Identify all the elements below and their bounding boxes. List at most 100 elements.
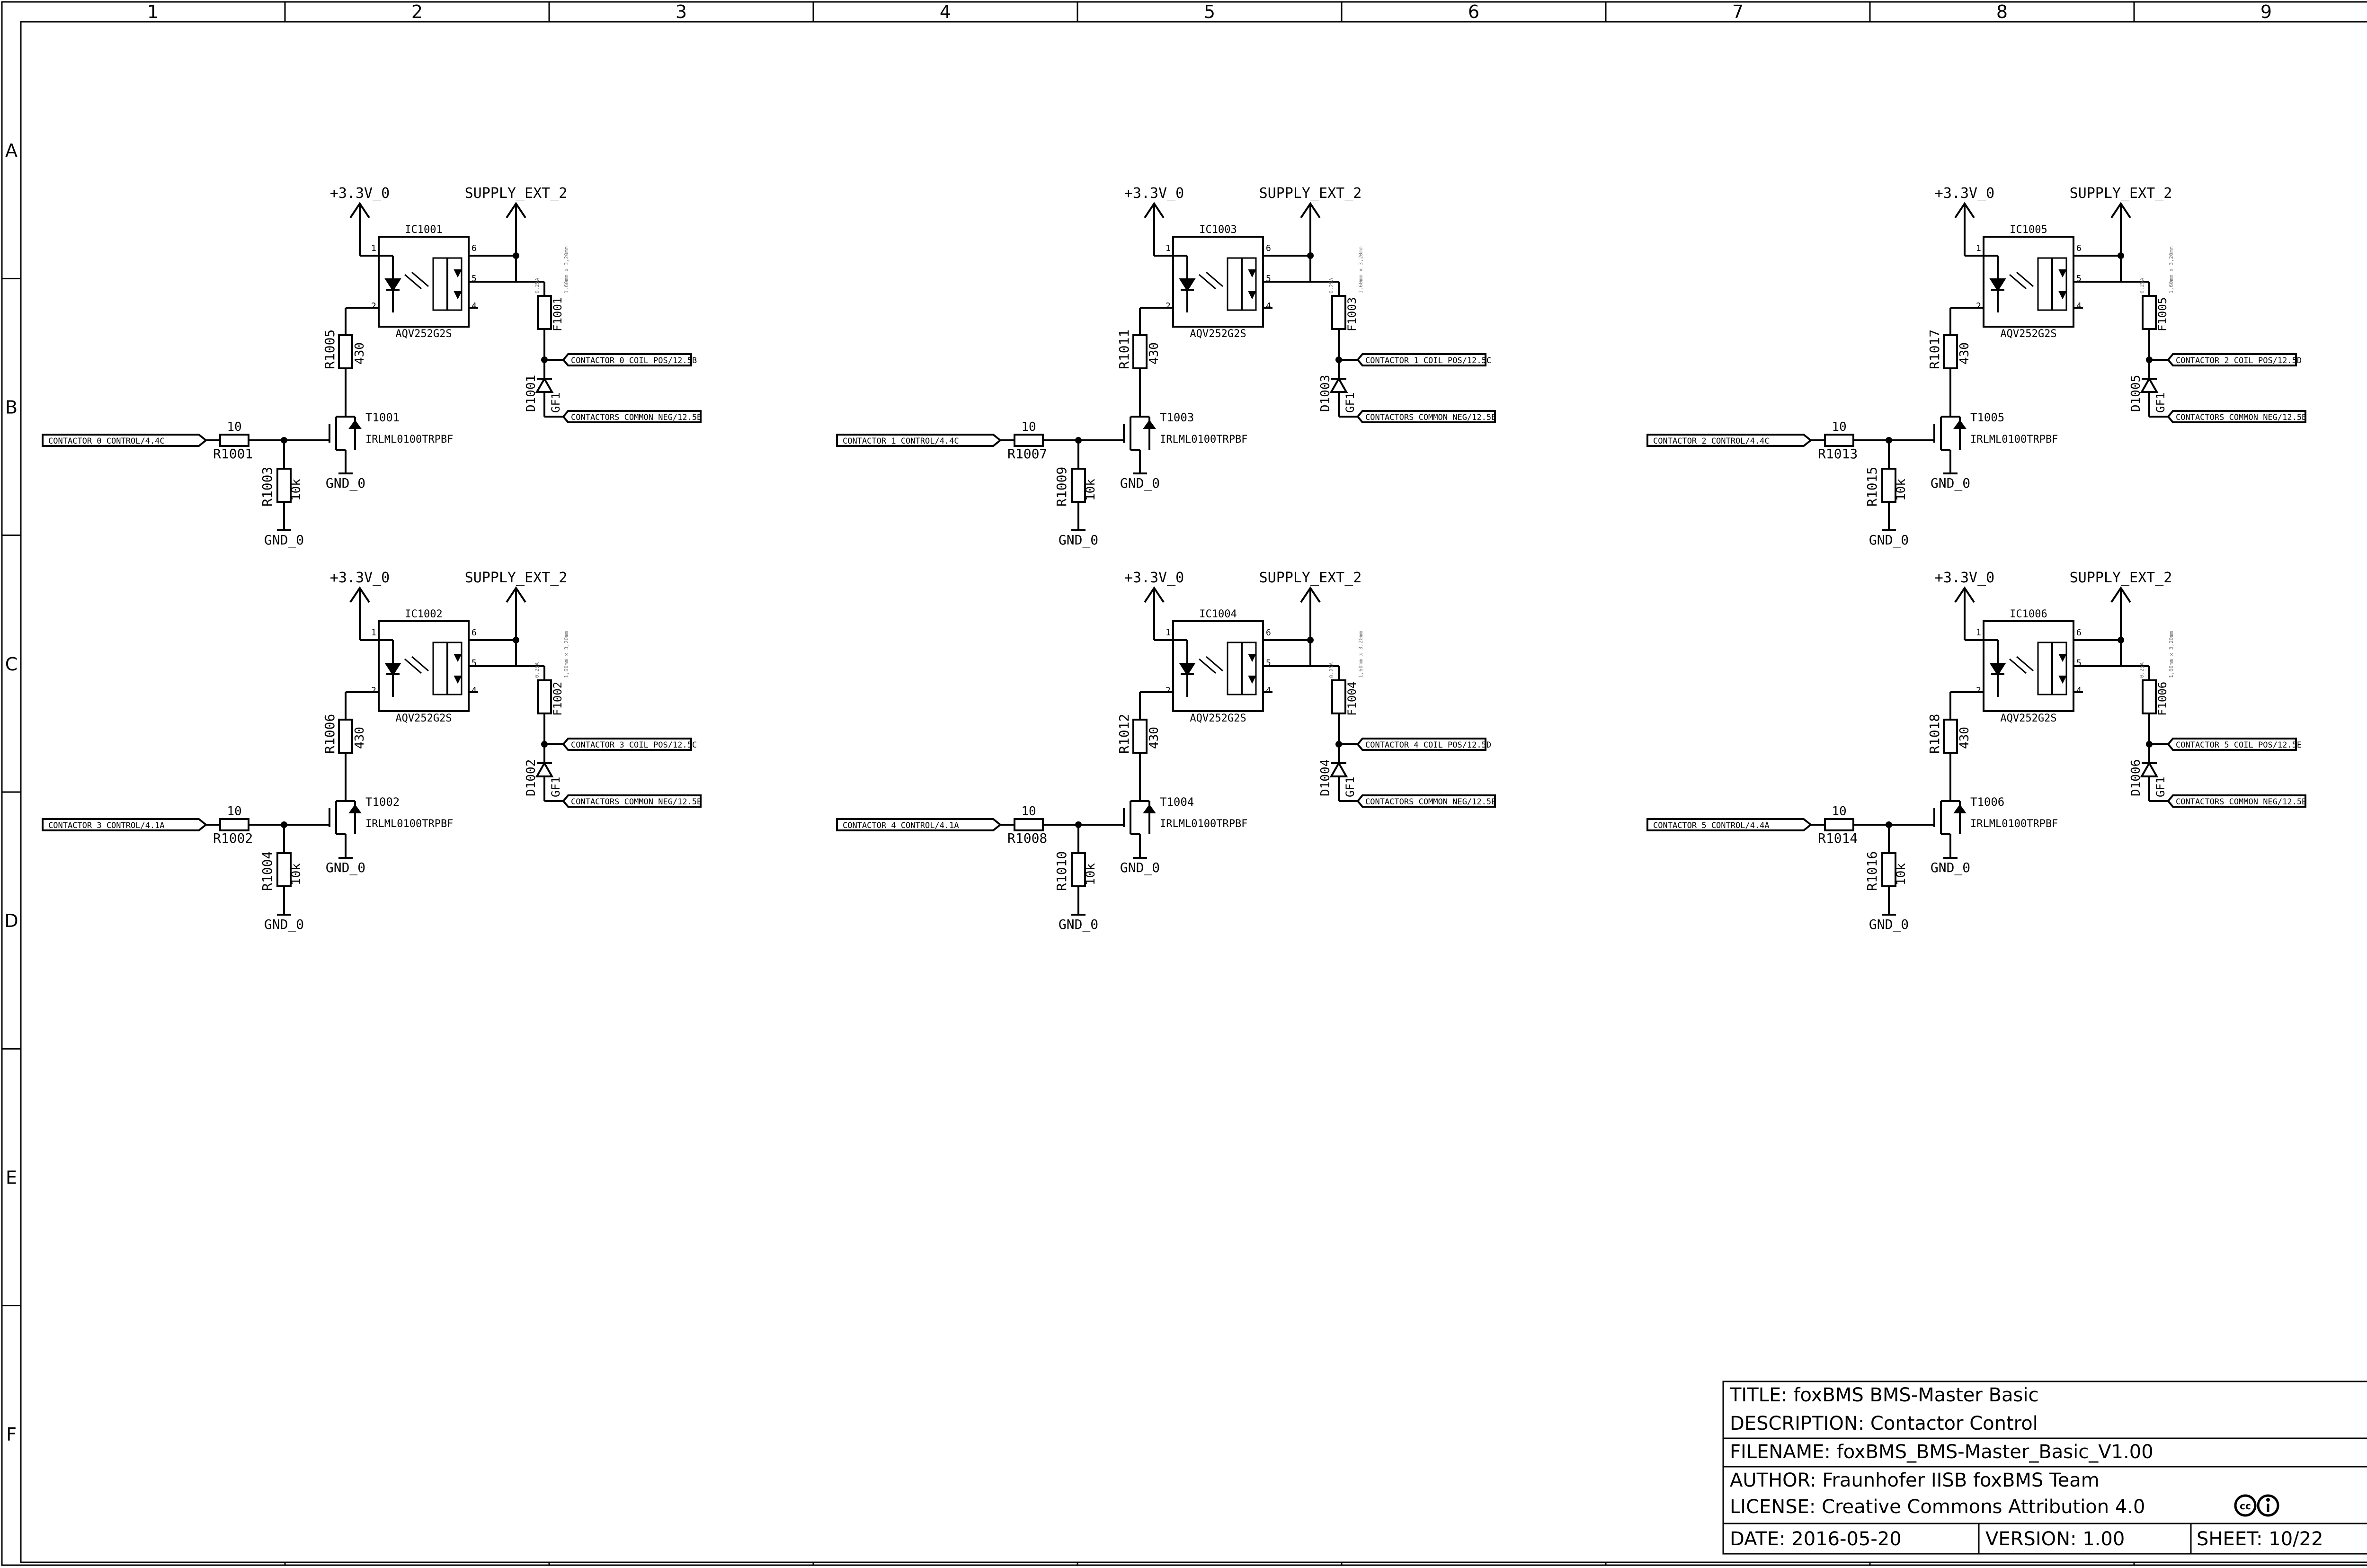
fuse-body	[2142, 295, 2157, 330]
led-resistor-reference: R1017	[1927, 330, 1942, 369]
pulldown-reference: R1003	[259, 467, 275, 507]
gnd-label: GND_0	[1869, 532, 1909, 548]
version-text: VERSION: 1.00	[1985, 1528, 2125, 1550]
switch-diode-icon	[1248, 654, 1256, 684]
light-arrows-icon	[2009, 271, 2034, 290]
pulldown-value: 10k	[289, 479, 303, 501]
transistor-value: IRLML0100TRPBF	[1970, 818, 2058, 830]
transistor-value: IRLML0100TRPBF	[1160, 818, 1247, 830]
ic-value: AQV252G2S	[1190, 328, 1246, 340]
pulldown-reference: R1004	[259, 851, 275, 891]
vcc-label: +3.3V_0	[1935, 570, 1994, 586]
control-net-label: CONTACTOR_1_CONTROL/4.4C	[843, 437, 959, 446]
diode-value: GF1	[549, 777, 562, 797]
sheet-number-text: SHEET: 10/22	[2197, 1528, 2323, 1550]
pin-number: 4	[472, 686, 477, 695]
fuse-spec: 1,60mm x 3,20mm	[1358, 631, 1364, 678]
gate-resistor-reference: R1002	[213, 830, 253, 846]
fuse-rating: 0.25A	[1328, 662, 1335, 678]
fuse-spec: 1,60mm x 3,20mm	[563, 246, 570, 294]
led-resistor-value: 430	[353, 727, 367, 749]
led-resistor	[1132, 334, 1148, 369]
gate-resistor-reference: R1001	[213, 446, 253, 462]
control-net-label: CONTACTOR_5_CONTROL/4.4A	[1653, 821, 1770, 830]
diode-icon	[535, 761, 554, 777]
pulldown-reference: R1010	[1054, 851, 1069, 891]
column-marker: 5	[1204, 1, 1215, 22]
gnd-label: GND_0	[1120, 860, 1160, 876]
coil-net-label: CONTACTOR_4_COIL_POS/12.5D	[1365, 740, 1491, 750]
diode-icon	[1329, 761, 1348, 777]
switch-diode-icon	[454, 269, 462, 300]
common-neg-net-flag	[1356, 794, 1496, 808]
pulldown-value: 10k	[1894, 479, 1908, 501]
pin-number: 1	[1166, 628, 1171, 638]
transistor-reference: T1006	[1970, 795, 2004, 809]
supply-label: SUPPLY_EXT_2	[465, 570, 568, 586]
fuse-spec: 1,60mm x 3,20mm	[2168, 631, 2174, 678]
gate-resistor	[219, 818, 249, 831]
supply-label: SUPPLY_EXT_2	[2070, 570, 2172, 586]
diode-reference: D1001	[524, 375, 538, 412]
junction-dot	[541, 356, 548, 363]
fuse-body	[2142, 679, 2157, 714]
gnd-label: GND_0	[1059, 532, 1098, 548]
pulldown-resistor	[276, 852, 292, 887]
fuse-reference: F1005	[2156, 297, 2169, 331]
common-neg-label: CONTACTORS_COMMON_NEG/12.5B	[2176, 797, 2306, 807]
junction-dot	[513, 252, 519, 259]
gate-resistor	[1824, 818, 1854, 831]
pin-number: 4	[1266, 686, 1271, 695]
switch-diode-icon	[2058, 654, 2067, 684]
common-neg-net-flag	[562, 410, 702, 423]
common-neg-net-flag	[1356, 410, 1496, 423]
diode-icon	[1329, 376, 1348, 393]
junction-dot	[2146, 356, 2153, 363]
ic-reference: IC1002	[405, 608, 442, 620]
pin-number: 1	[1976, 243, 1981, 253]
common-neg-label: CONTACTORS_COMMON_NEG/12.5B	[1365, 797, 1496, 807]
pulldown-resistor	[1881, 468, 1896, 503]
supply-label: SUPPLY_EXT_2	[2070, 185, 2172, 202]
cc-glyph: cc	[2240, 1500, 2251, 1512]
column-marker: 9	[2260, 1, 2272, 22]
column-marker: 6	[1468, 1, 1479, 22]
pin-number: 5	[472, 274, 477, 284]
pulldown-value: 10k	[1084, 863, 1098, 885]
switch-diode-icon	[454, 654, 462, 684]
control-net-flag	[42, 818, 208, 831]
junction-dot	[541, 741, 548, 748]
coil-net-label: CONTACTOR_0_COIL_POS/12.5B	[571, 356, 697, 365]
pin-number: 2	[1166, 301, 1171, 311]
coil-net-flag	[2167, 738, 2297, 751]
gate-resistor-reference: R1007	[1007, 446, 1047, 462]
title-block: TITLE: foxBMS BMS-Master Basic DESCRIPTI…	[1722, 1381, 2367, 1555]
control-net-label: CONTACTOR_4_CONTROL/4.1A	[843, 821, 959, 830]
coil-net-label: CONTACTOR_3_COIL_POS/12.5C	[571, 740, 697, 750]
junction-dot	[1075, 821, 1082, 828]
diode-reference: D1006	[2129, 759, 2143, 796]
pin-number: 6	[472, 243, 477, 253]
diode-value: GF1	[2154, 777, 2167, 797]
vcc-label: +3.3V_0	[330, 185, 390, 202]
switch-diode-icon	[1248, 269, 1256, 300]
control-net-flag	[1646, 818, 1813, 831]
fuse-reference: F1004	[1345, 682, 1359, 716]
common-neg-net-flag	[2167, 410, 2306, 423]
column-marker: 1	[147, 1, 159, 22]
gate-resistor-reference: R1014	[1818, 830, 1858, 846]
column-marker: 4	[940, 1, 951, 22]
ic-value: AQV252G2S	[2000, 328, 2056, 340]
coil-net-flag	[1356, 353, 1486, 366]
control-net-label: CONTACTOR_3_CONTROL/4.1A	[48, 821, 165, 830]
vcc-label: +3.3V_0	[1935, 185, 1994, 202]
junction-dot	[1075, 437, 1082, 444]
junction-dot	[1307, 637, 1314, 643]
gnd-label: GND_0	[326, 860, 365, 876]
diode-icon	[535, 376, 554, 393]
pulldown-value: 10k	[1084, 479, 1098, 501]
pin-number: 2	[371, 301, 376, 311]
